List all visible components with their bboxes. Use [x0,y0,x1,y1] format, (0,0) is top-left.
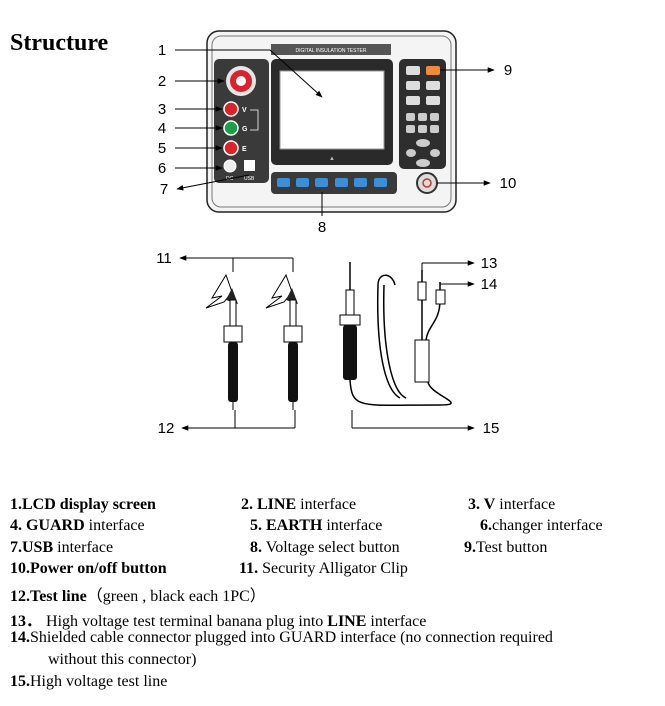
e-letter: E [242,146,247,153]
callout-11: 11 [156,250,172,267]
v-letter: V [242,107,247,114]
page-title: Structure [10,30,109,56]
charger-port[interactable] [223,159,237,173]
legend-item-3: 3. V interface [468,496,556,513]
device-leaders [175,49,495,216]
legend-item-10: 10.Power on/off button [10,560,167,577]
legend-item-1: 1.LCD display screen [10,496,156,513]
legend-item-14-cont: without this connector) [48,651,197,668]
legend-item-9: 9.Test button [464,539,548,556]
alligator-clip-green [205,273,243,410]
callout-1: 1 [158,42,166,59]
callout-4: 4 [158,120,166,137]
legend-item-8: 8. Voltage select button [250,539,400,556]
v-terminal[interactable] [223,101,239,117]
warning-glyph: ▲ [329,156,335,162]
shield-connector [435,289,446,305]
g-letter: G [242,126,248,133]
legend-item-11: 11. Security Alligator Clip [239,560,408,577]
legend-item-5: 5. EARTH interface [250,517,383,534]
legend-item-4: 4. GUARD interface [10,517,145,534]
power-button[interactable] [416,172,438,194]
brand-label: DIGITAL INSULATION TESTER [296,48,367,54]
callout-14: 14 [481,276,498,293]
legend-item-15: 15.High voltage test line [10,673,168,690]
legend-item-13: 13． High voltage test terminal banana pl… [10,613,427,630]
callout-13: 13 [481,255,498,272]
guard-terminal[interactable] [223,120,239,136]
legend-item-6: 6.changer interface [480,517,603,534]
legend-item-2: 2. LINE interface [241,496,357,513]
callout-7: 7 [160,181,168,198]
splitter-body [414,339,430,383]
callout-5: 5 [158,140,166,157]
alligator-clip-leaders [179,255,296,431]
callout-3: 3 [158,101,166,118]
alligator-clip-black [265,273,303,410]
high-voltage-test-line [339,262,452,407]
callout-numbers: 1 2 3 4 5 6 7 8 9 10 11 12 13 14 15 [156,42,516,437]
banana-plug [417,281,427,301]
callout-12: 12 [158,420,175,437]
hv-line-leaders [351,260,475,431]
usb-label: USB [244,176,255,182]
callout-15: 15 [483,420,500,437]
callout-10: 10 [500,175,517,192]
voltage-select-buttons[interactable] [271,172,397,194]
usb-port[interactable] [244,160,255,171]
tester-device: DIGITAL INSULATION TESTER ▲ [206,30,457,213]
callout-6: 6 [158,160,166,177]
callout-2: 2 [158,73,166,90]
legend-item-14: 14.Shielded cable connector plugged into… [10,629,553,646]
callout-9: 9 [504,62,512,79]
callout-8: 8 [318,219,326,236]
legend-item-7: 7.USB interface [10,539,114,556]
earth-terminal[interactable] [223,140,239,156]
test-button[interactable] [426,66,440,75]
legend-item-12: 12.Test line（green , black each 1PC） [10,588,266,605]
lcd-display-screen [279,70,385,150]
